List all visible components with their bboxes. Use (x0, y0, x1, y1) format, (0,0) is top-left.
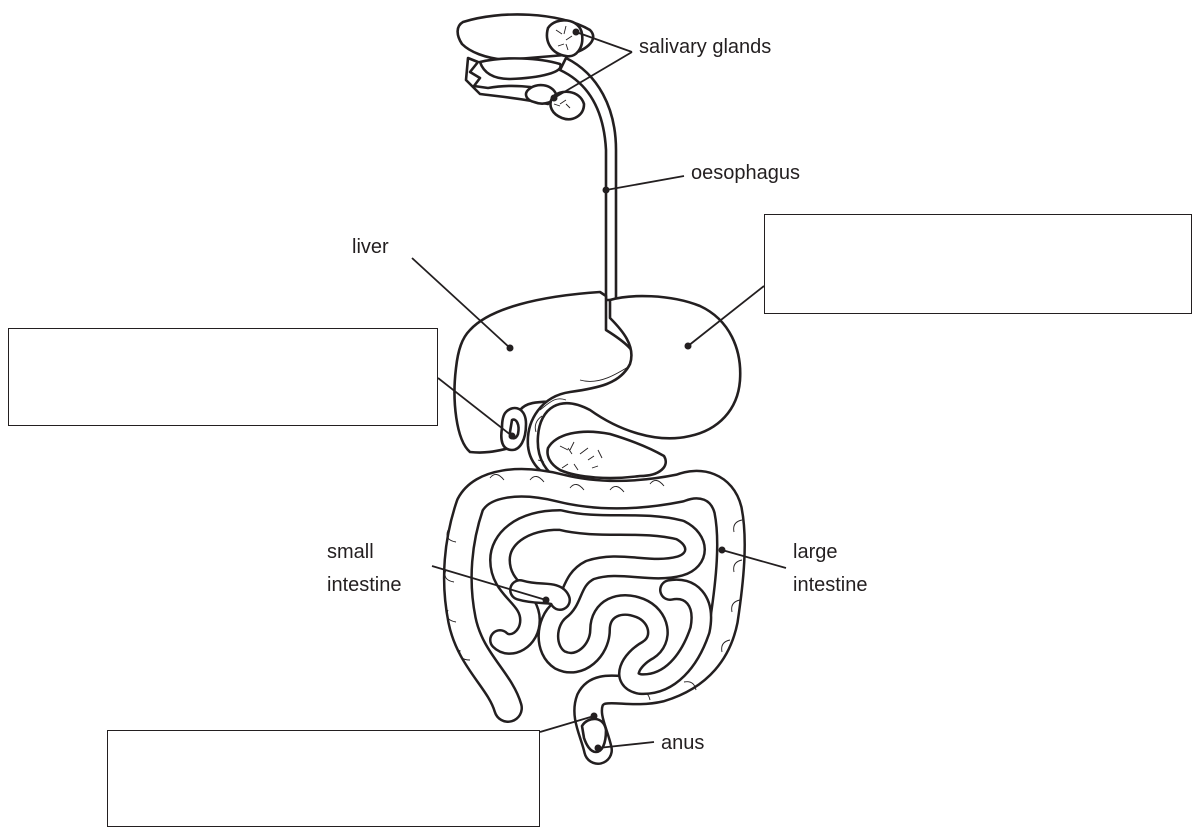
label-oesophagus: oesophagus (691, 161, 800, 186)
label-small-intestine-line2: intestine (327, 573, 402, 598)
pancreas-shape (548, 432, 666, 478)
label-anus: anus (661, 731, 704, 756)
label-liver: liver (352, 235, 389, 260)
label-small-intestine-line1: small (327, 540, 374, 565)
answer-box-stomach[interactable] (764, 214, 1192, 314)
label-large-intestine-line2: intestine (793, 573, 868, 598)
label-salivary-glands: salivary glands (639, 35, 771, 60)
answer-box-gall-bladder[interactable] (8, 328, 438, 426)
answer-box-rectum[interactable] (107, 730, 540, 827)
label-large-intestine-line1: large (793, 540, 837, 565)
small-intestine-shape (500, 520, 701, 684)
